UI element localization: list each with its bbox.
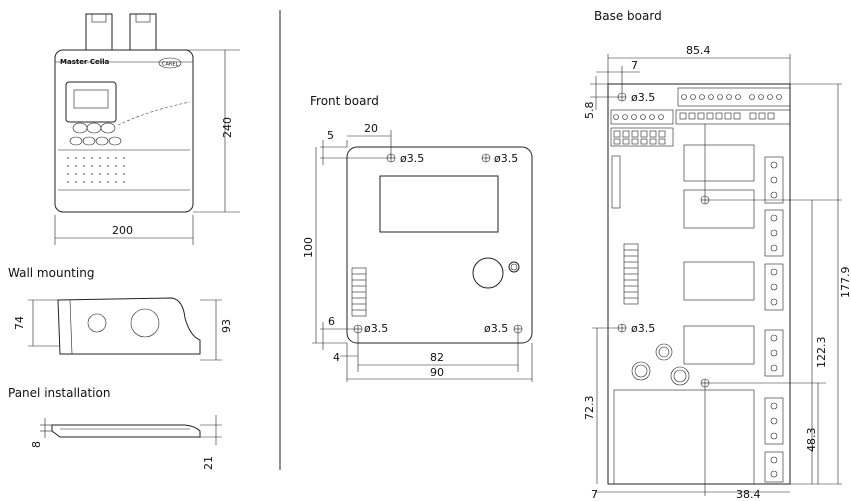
dim-base-height-left: 72.3 [583,396,596,421]
dim-wall-outer: 93 [220,319,233,333]
dim-base-bottom-span: 38.4 [736,488,761,501]
dim-base-height-mid: 122.3 [815,337,828,369]
device-brand: Master Cella [60,58,110,66]
device-front-view: Master Cella CAREL [54,13,194,213]
front-board-dimensions: 20 5 100 6 4 82 90 [302,122,533,382]
heading-panel-installation: Panel installation [8,386,110,400]
dim-front-offset-x: 20 [364,122,378,135]
base-hole-mid: ø3.5 [631,322,655,335]
dim-panel-thickness: 8 [30,441,43,448]
heading-base-board: Base board [594,9,662,23]
dim-front-width: 90 [430,366,444,379]
base-hole-top: ø3.5 [631,91,655,104]
dim-front-offset-y: 5 [327,129,334,142]
base-board-dimensions: 85.4 7 5.8 177.9 122.3 72.3 48.3 7 38.4 [583,44,851,501]
front-hole-br: ø3.5 [484,322,508,335]
dim-front-hole-span: 82 [430,351,444,364]
dim-device-height: 240 [221,117,234,138]
wall-mount-side-view: 74 93 [13,297,233,361]
front-hole-bl: ø3.5 [364,322,388,335]
base-board-outline [607,83,791,485]
dim-base-height-total: 177.9 [839,267,851,299]
dim-base-offset-x: 7 [631,59,638,72]
panel-side-view: 8 21 [30,415,222,470]
dim-front-bottom-x: 4 [333,351,340,364]
heading-wall-mounting: Wall mounting [8,266,94,280]
dim-panel-depth: 21 [202,456,215,470]
device-badge: CAREL [162,62,179,68]
dim-wall-inner: 74 [13,316,26,330]
device-dimensions: 240 200 [54,49,240,245]
front-board-outline [346,146,533,344]
dim-base-width: 85.4 [686,44,711,57]
dim-front-height: 100 [302,237,315,258]
dim-base-height-right: 48.3 [805,428,818,453]
dim-base-bottom-x: 7 [591,488,598,501]
heading-front-board: Front board [310,94,379,108]
front-hole-tr: ø3.5 [494,152,518,165]
dim-device-width: 200 [112,224,133,237]
dim-base-offset-y: 5.8 [583,102,596,120]
front-hole-tl: ø3.5 [400,152,424,165]
dim-front-bottom-y: 6 [328,315,335,328]
